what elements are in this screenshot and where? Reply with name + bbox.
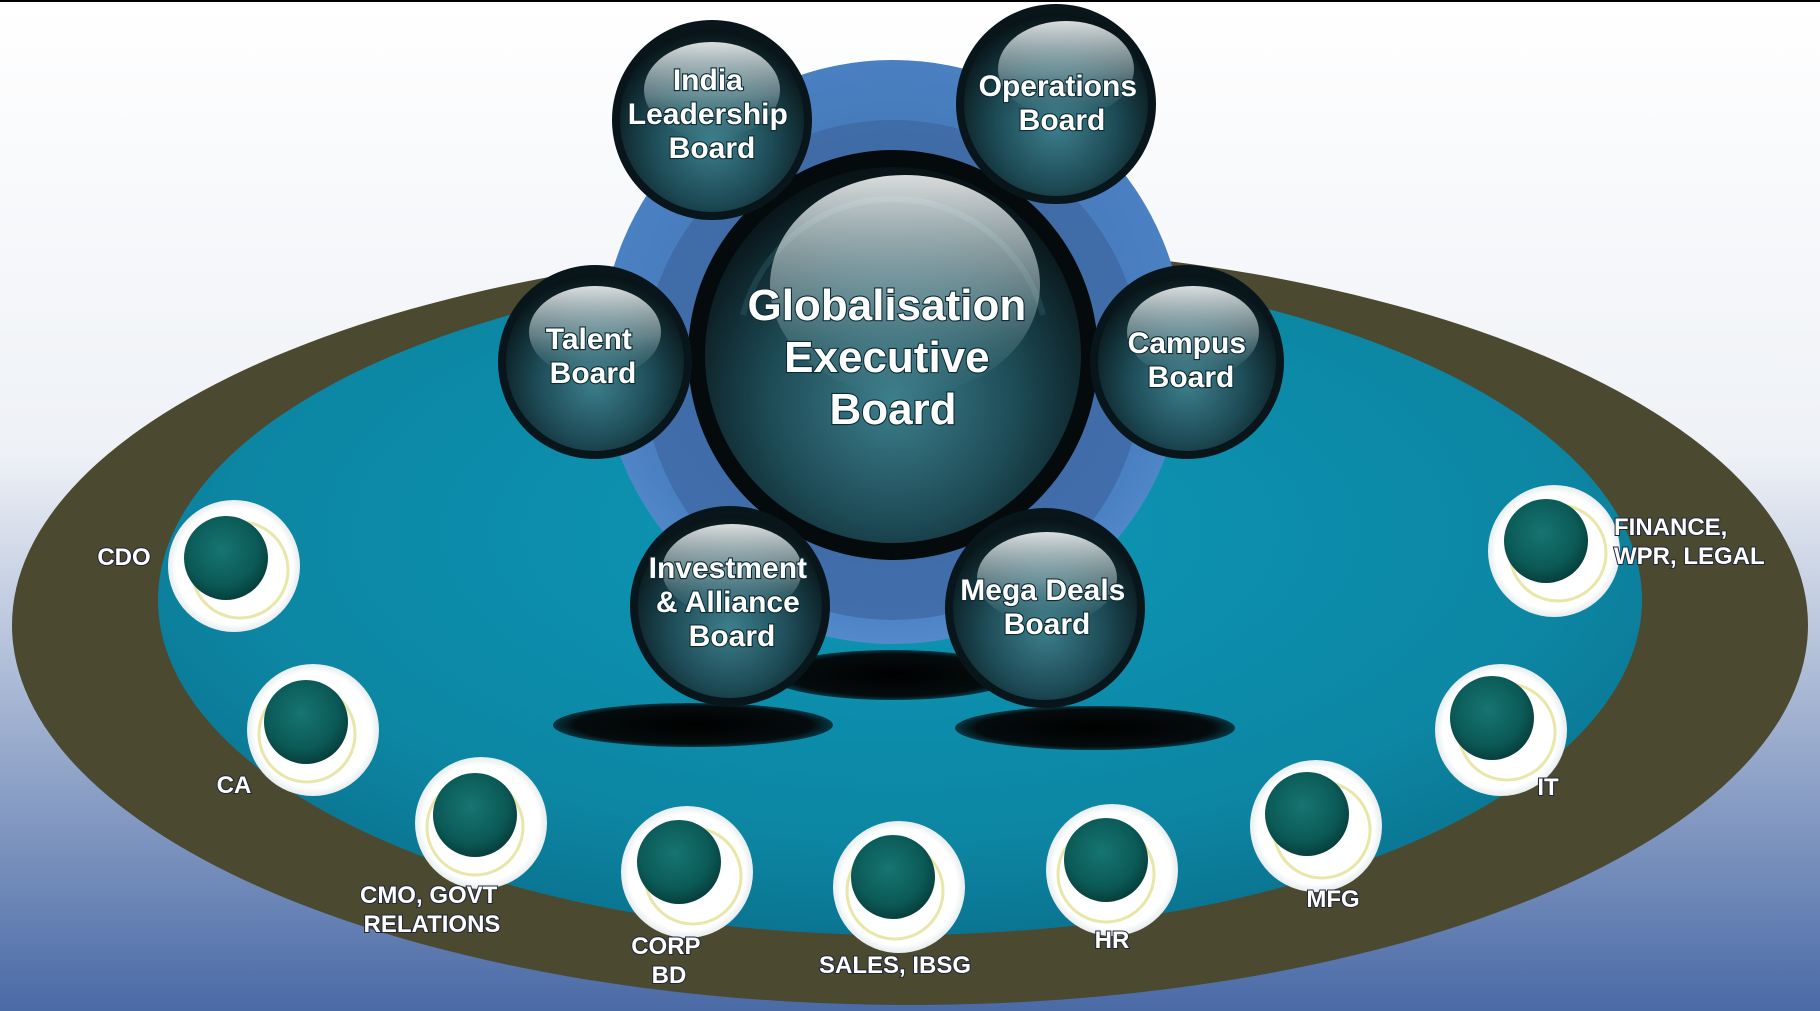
department-node[interactable]: [168, 500, 300, 632]
department-node[interactable]: [1250, 760, 1382, 892]
dept-label-finance-wpr-legal: FINANCE, WPR, LEGAL: [1614, 514, 1765, 570]
department-node[interactable]: [247, 664, 379, 796]
board-node-investment-alliance[interactable]: Investment & Alliance Board: [630, 506, 830, 706]
board-gloss: [998, 21, 1134, 117]
dept-core: [1450, 676, 1534, 760]
board-title: India Leadership Board: [628, 64, 796, 165]
shadow-left: [553, 703, 833, 747]
central-gloss: [770, 175, 1040, 395]
department-node[interactable]: [1488, 485, 1620, 617]
dept-label-cdo: CDO: [97, 544, 150, 571]
dept-label-corp-bd: CORP BD: [631, 933, 707, 989]
dept-core: [184, 516, 268, 600]
department-node[interactable]: [415, 757, 547, 889]
dept-core: [1265, 772, 1349, 856]
dept-label-mfg: MFG: [1306, 886, 1359, 913]
board-node-talent[interactable]: Talent Board: [498, 265, 692, 459]
board-title: Investment & Alliance Board: [649, 552, 816, 653]
central-board-title: Globalisation Executive Board: [748, 281, 1039, 434]
dept-label-sales-ibsg: SALES, IBSG: [819, 952, 971, 979]
department-nodes: [168, 485, 1620, 953]
shadow-right: [955, 706, 1235, 750]
board-gloss: [977, 532, 1117, 624]
board-gloss: [644, 42, 780, 138]
dept-core: [851, 835, 935, 919]
dept-label-it: IT: [1537, 774, 1559, 801]
board-gloss: [529, 286, 661, 378]
board-node-mega-deals[interactable]: Mega Deals Board: [945, 508, 1145, 708]
board-title: Talent Board: [546, 323, 640, 390]
dept-core: [264, 680, 348, 764]
board-title: Operations Board: [979, 70, 1146, 137]
dept-label-hr: HR: [1095, 927, 1130, 954]
board-node-operations[interactable]: Operations Board: [956, 4, 1156, 204]
dept-core: [637, 820, 721, 904]
satellite-boards: India Leadership Board Operations Board: [498, 4, 1284, 708]
department-node[interactable]: [621, 806, 753, 938]
board-gloss: [662, 524, 802, 616]
dept-core: [1064, 818, 1148, 902]
board-node-india-leadership[interactable]: India Leadership Board: [612, 20, 812, 220]
dept-label-ca: CA: [217, 772, 252, 799]
shadow-center: [768, 650, 1018, 700]
board-title: Mega Deals Board: [960, 574, 1133, 641]
central-board-node[interactable]: Globalisation Executive Board: [688, 150, 1098, 560]
dept-label-cmo-govt-relations: CMO, GOVT RELATIONS: [360, 882, 504, 938]
department-labels: CDO CA CMO, GOVT RELATIONS CORP BD SALES…: [96, 513, 1765, 990]
department-node[interactable]: [1435, 664, 1567, 796]
department-node[interactable]: [833, 821, 965, 953]
board-node-campus[interactable]: Campus Board: [1090, 265, 1284, 459]
dept-core: [433, 773, 517, 857]
board-title: Campus Board: [1128, 327, 1255, 394]
department-node[interactable]: [1046, 804, 1178, 936]
board-gloss: [1127, 286, 1259, 378]
dept-core: [1504, 499, 1588, 583]
